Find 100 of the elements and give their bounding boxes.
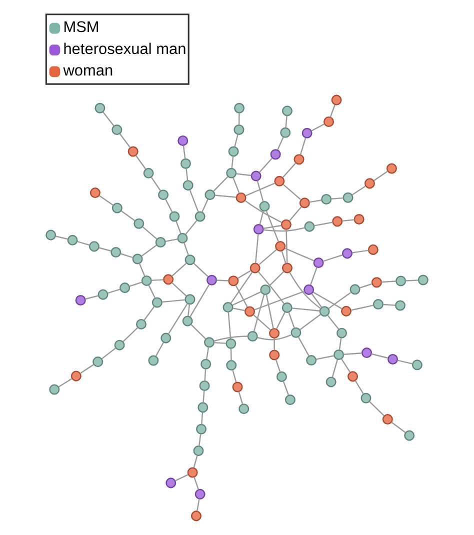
connector: [338, 338, 342, 350]
node-circle: [244, 306, 255, 317]
connector: [228, 312, 232, 339]
node-circle: [204, 190, 216, 200]
node-circle: [360, 392, 372, 404]
node-circle: [282, 302, 292, 313]
connector: [193, 262, 208, 278]
node-circle: [412, 360, 422, 370]
connector: [310, 124, 325, 132]
node-circle: [275, 241, 286, 252]
node-circle: [348, 371, 358, 382]
node-circle: [302, 128, 312, 138]
connector: [122, 327, 138, 342]
connector: [238, 112, 240, 125]
node-circle: [304, 221, 315, 232]
connector: [196, 498, 200, 512]
connector: [281, 251, 286, 264]
connector: [289, 206, 302, 222]
connector: [119, 133, 131, 148]
node-circle: [299, 198, 310, 208]
node-circle: [270, 149, 281, 160]
connector: [263, 227, 306, 232]
connector: [258, 272, 285, 304]
connector: [186, 168, 188, 180]
connector: [232, 370, 237, 382]
connector: [289, 272, 321, 309]
node-circle: [368, 244, 378, 255]
connector: [185, 220, 198, 235]
node-circle: [382, 414, 393, 425]
connector: [286, 230, 288, 264]
connector: [176, 221, 182, 234]
connector: [98, 195, 114, 206]
node-circle: [184, 294, 196, 305]
node-circle: [182, 316, 193, 326]
connector: [135, 155, 146, 170]
node-circle: [110, 247, 122, 258]
node-circle: [282, 262, 293, 274]
connector: [274, 338, 275, 350]
connector: [331, 197, 344, 200]
legend-label: MSM: [63, 19, 100, 36]
connector: [264, 224, 282, 230]
node-circle: [321, 194, 332, 205]
node-circle: [260, 284, 271, 295]
connector: [316, 355, 334, 360]
connector: [144, 306, 155, 321]
connector: [374, 170, 388, 182]
node-circle: [196, 424, 207, 434]
node-circle: [98, 289, 108, 300]
connector: [277, 136, 284, 150]
node-circle: [120, 282, 130, 294]
connector: [342, 219, 354, 222]
connector: [182, 146, 186, 159]
connector: [155, 342, 164, 356]
connector: [340, 358, 350, 372]
node-circle: [250, 170, 262, 182]
connector: [148, 284, 156, 299]
connector: [288, 312, 295, 328]
node-circle: [332, 216, 343, 227]
connector: [214, 194, 236, 198]
node-circle: [194, 211, 206, 222]
node-circle: [350, 284, 360, 295]
node-circle: [155, 237, 166, 248]
connector: [253, 314, 271, 330]
node-circle: [204, 337, 215, 348]
connector: [165, 238, 178, 242]
node-circle: [364, 178, 375, 189]
node-circle: [94, 102, 106, 114]
connector: [314, 222, 332, 226]
node-circle: [112, 202, 122, 214]
connector: [190, 284, 210, 318]
node-circle: [206, 274, 217, 286]
node-circle: [193, 446, 204, 456]
connector: [359, 283, 372, 288]
node-circle: [284, 394, 296, 406]
connector: [141, 244, 157, 256]
node-circle: [163, 274, 174, 285]
connector: [352, 186, 366, 196]
connector: [230, 348, 232, 361]
connector: [238, 270, 252, 279]
connector: [201, 199, 208, 212]
node-circle: [134, 218, 144, 229]
node-circle: [49, 384, 60, 395]
connector: [188, 304, 190, 316]
node-circle: [114, 340, 125, 350]
node-circle: [222, 302, 234, 313]
connector: [231, 156, 234, 168]
connector: [352, 250, 369, 254]
node-circle: [324, 116, 334, 128]
node-circle: [269, 328, 280, 339]
node-circle: [180, 158, 191, 169]
connector: [230, 272, 253, 304]
node-circle: [160, 332, 172, 344]
node-circle: [362, 348, 372, 358]
connector: [311, 293, 322, 308]
connector: [214, 336, 248, 342]
node-circle: [141, 275, 152, 286]
connector: [151, 279, 164, 282]
connector: [171, 262, 187, 277]
connector: [330, 104, 336, 118]
node-circle: [304, 284, 314, 295]
